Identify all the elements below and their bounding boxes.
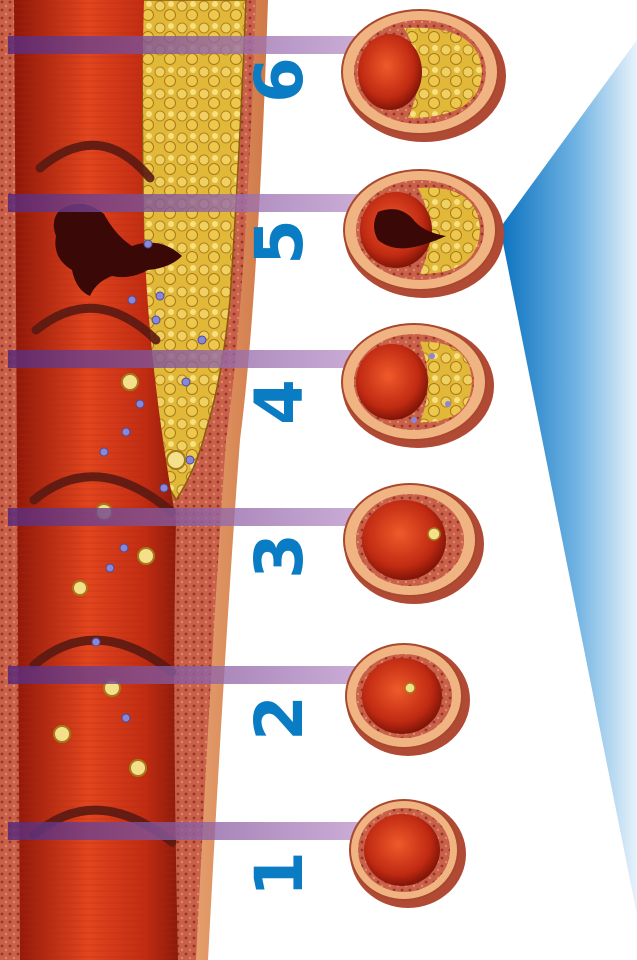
stage-number-1: 1 bbox=[241, 851, 318, 897]
zoom-triangle bbox=[500, 40, 637, 915]
stage-number-2: 2 bbox=[241, 695, 318, 741]
stage-number-4: 4 bbox=[241, 379, 318, 425]
cross-section-5 bbox=[344, 170, 504, 298]
artery-longitudinal bbox=[0, 0, 268, 960]
stage-number-3: 3 bbox=[241, 533, 318, 579]
stage-number-6: 6 bbox=[241, 57, 318, 103]
cross-section-6 bbox=[342, 10, 506, 142]
cross-section-4 bbox=[342, 324, 494, 448]
stage-number-5: 5 bbox=[241, 219, 318, 265]
cross-section-2 bbox=[346, 644, 470, 756]
cross-section-3 bbox=[344, 484, 484, 604]
cross-section-1 bbox=[350, 800, 466, 908]
